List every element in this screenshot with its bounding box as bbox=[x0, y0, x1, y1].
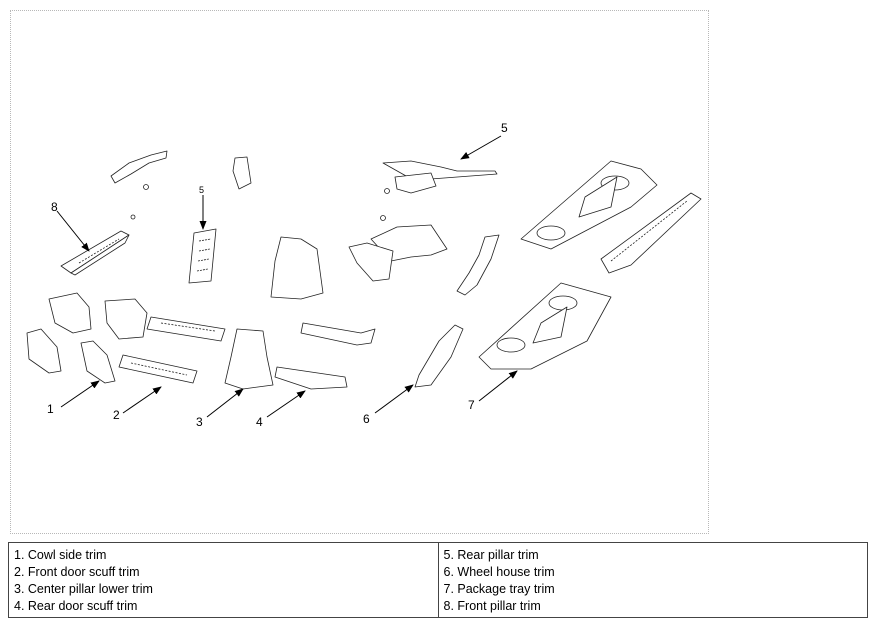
leader-7 bbox=[478, 370, 518, 402]
callout-5-upper: 5 bbox=[501, 121, 508, 135]
rear-pillar-trim-part bbox=[348, 160, 498, 282]
callout-5-lower: 5 bbox=[199, 185, 204, 195]
legend-left-column: 1. Cowl side trim 2. Front door scuff tr… bbox=[9, 543, 438, 617]
legend-item: 3. Center pillar lower trim bbox=[14, 582, 153, 596]
front-door-scuff-trim-part bbox=[118, 316, 226, 384]
callout-4: 4 bbox=[256, 415, 263, 429]
front-pillar-upper-part bbox=[110, 150, 168, 190]
parts-illustration: 1 2 3 4 5 5 6 7 8 bbox=[26, 121, 702, 429]
center-pillar-upper-part bbox=[188, 228, 217, 284]
leader-6 bbox=[374, 384, 414, 414]
leader-3 bbox=[206, 388, 244, 418]
leader-2 bbox=[122, 386, 162, 414]
package-tray-upper-part bbox=[520, 160, 702, 274]
callout-6: 6 bbox=[363, 412, 370, 426]
callout-3: 3 bbox=[196, 415, 203, 429]
front-pillar-trim-part bbox=[60, 214, 136, 276]
legend-item: 7. Package tray trim bbox=[443, 582, 555, 596]
rear-door-scuff-trim-part bbox=[274, 322, 376, 390]
leader-5-upper bbox=[460, 135, 502, 160]
legend-item: 5. Rear pillar trim bbox=[443, 548, 539, 562]
package-tray-trim-part bbox=[478, 282, 612, 370]
legend-right-column: 5. Rear pillar trim 6. Wheel house trim … bbox=[437, 543, 868, 617]
callout-2: 2 bbox=[113, 408, 120, 422]
cowl-side-trim-parts bbox=[26, 292, 148, 384]
legend-item: 6. Wheel house trim bbox=[443, 565, 555, 579]
center-pillar-trim-part bbox=[270, 236, 324, 300]
callout-1: 1 bbox=[47, 402, 54, 416]
legend-item: 2. Front door scuff trim bbox=[14, 565, 140, 579]
callout-8: 8 bbox=[51, 200, 58, 214]
exploded-parts-diagram: 1 2 3 4 5 5 6 7 8 bbox=[10, 10, 709, 534]
wheel-house-strip-part bbox=[456, 234, 500, 296]
leader-4 bbox=[266, 390, 306, 418]
legend-item: 8. Front pillar trim bbox=[443, 599, 541, 613]
wheel-house-trim-part bbox=[414, 324, 464, 388]
callout-7: 7 bbox=[468, 398, 475, 412]
parts-legend: 1. Cowl side trim 2. Front door scuff tr… bbox=[8, 542, 868, 618]
leader-1 bbox=[60, 380, 100, 408]
center-pillar-lower-trim-part bbox=[224, 328, 274, 390]
leader-8 bbox=[56, 210, 90, 252]
legend-item: 1. Cowl side trim bbox=[14, 548, 107, 562]
clip-part bbox=[232, 156, 252, 190]
legend-item: 4. Rear door scuff trim bbox=[14, 599, 138, 613]
